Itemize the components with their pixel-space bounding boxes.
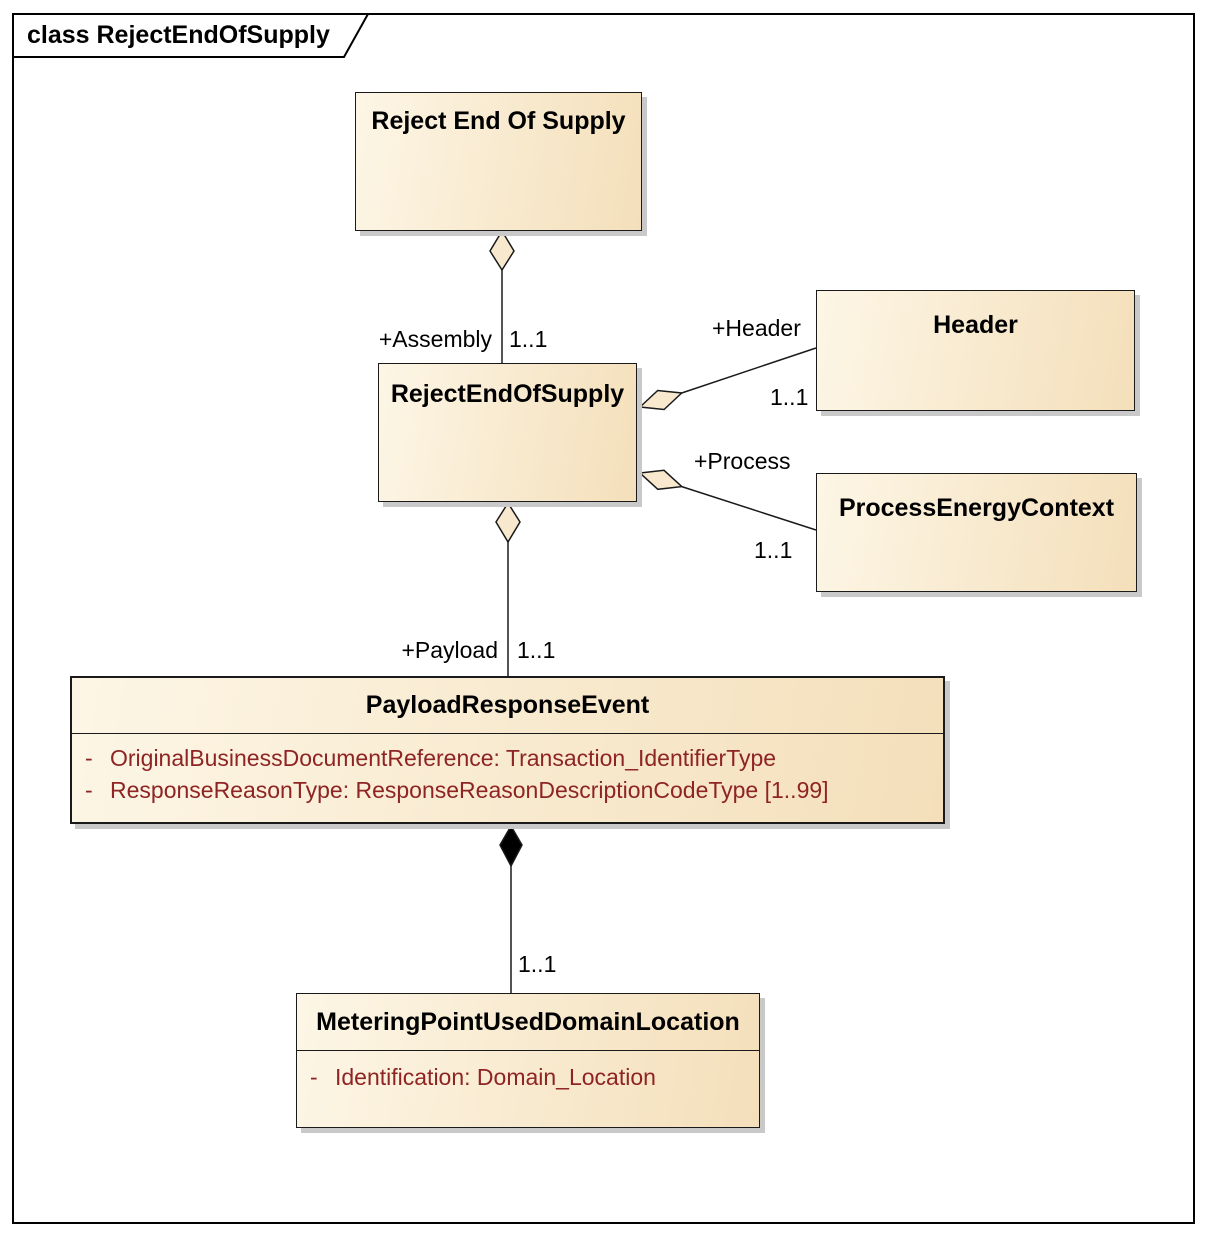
aggregation-line-process[interactable] [681, 485, 817, 531]
class-name: Header [933, 311, 1018, 339]
class-name: PayloadResponseEvent [365, 691, 650, 719]
class-box-process-energy-context[interactable]: ProcessEnergyContext [816, 473, 1137, 592]
multiplicity-label-payload: 1..1 [517, 637, 556, 663]
class-box-reject-end-of-supply-doc[interactable]: Reject End Of Supply [355, 92, 642, 231]
aggregation-diamond-assembly[interactable] [489, 229, 515, 272]
aggregation-diamond-process[interactable] [638, 469, 684, 491]
frame-title-tab [12, 13, 370, 58]
attribute-row: - Identification: Domain_Location [297, 1061, 759, 1093]
role-label-payload: +Payload [401, 637, 498, 663]
attributes-compartment: - OriginalBusinessDocumentReference: Tra… [72, 733, 943, 806]
diagram-title: class RejectEndOfSupply [27, 21, 330, 49]
class-name: RejectEndOfSupply [390, 380, 625, 408]
multiplicity-label-metering-point: 1..1 [518, 951, 557, 977]
multiplicity-label-header: 1..1 [770, 384, 809, 410]
class-name: Reject End Of Supply [371, 107, 626, 135]
aggregation-line-header[interactable] [681, 347, 817, 394]
role-label-process: +Process [694, 448, 791, 474]
class-box-rejectendofsupply[interactable]: RejectEndOfSupply [378, 363, 637, 502]
role-label-header: +Header [712, 315, 801, 341]
class-box-metering-point-used-domain-location[interactable]: MeteringPointUsedDomainLocation - Identi… [296, 993, 760, 1128]
class-box-payload-response-event[interactable]: PayloadResponseEvent - OriginalBusinessD… [70, 676, 945, 824]
diagram-frame [12, 13, 1195, 1224]
role-label-assembly: +Assembly [378, 326, 492, 352]
attributes-compartment: - Identification: Domain_Location [297, 1050, 759, 1093]
visibility-marker: - [85, 745, 93, 771]
visibility-marker: - [85, 777, 93, 803]
class-box-header[interactable]: Header [816, 290, 1135, 411]
class-name: ProcessEnergyContext [838, 494, 1115, 522]
attribute-text: ResponseReasonType: ResponseReasonDescri… [110, 777, 829, 803]
multiplicity-label-assembly: 1..1 [509, 326, 548, 352]
attribute-row: - OriginalBusinessDocumentReference: Tra… [72, 742, 943, 774]
class-name: MeteringPointUsedDomainLocation [316, 1007, 740, 1036]
attribute-text: OriginalBusinessDocumentReference: Trans… [110, 745, 777, 771]
attribute-text: Identification: Domain_Location [335, 1064, 656, 1090]
attribute-row: - ResponseReasonType: ResponseReasonDesc… [72, 774, 943, 806]
composition-diamond-metering-point[interactable] [499, 824, 523, 868]
visibility-marker: - [310, 1064, 318, 1090]
multiplicity-label-process: 1..1 [754, 537, 793, 563]
aggregation-diamond-header[interactable] [638, 389, 684, 411]
aggregation-diamond-payload[interactable] [495, 501, 521, 544]
